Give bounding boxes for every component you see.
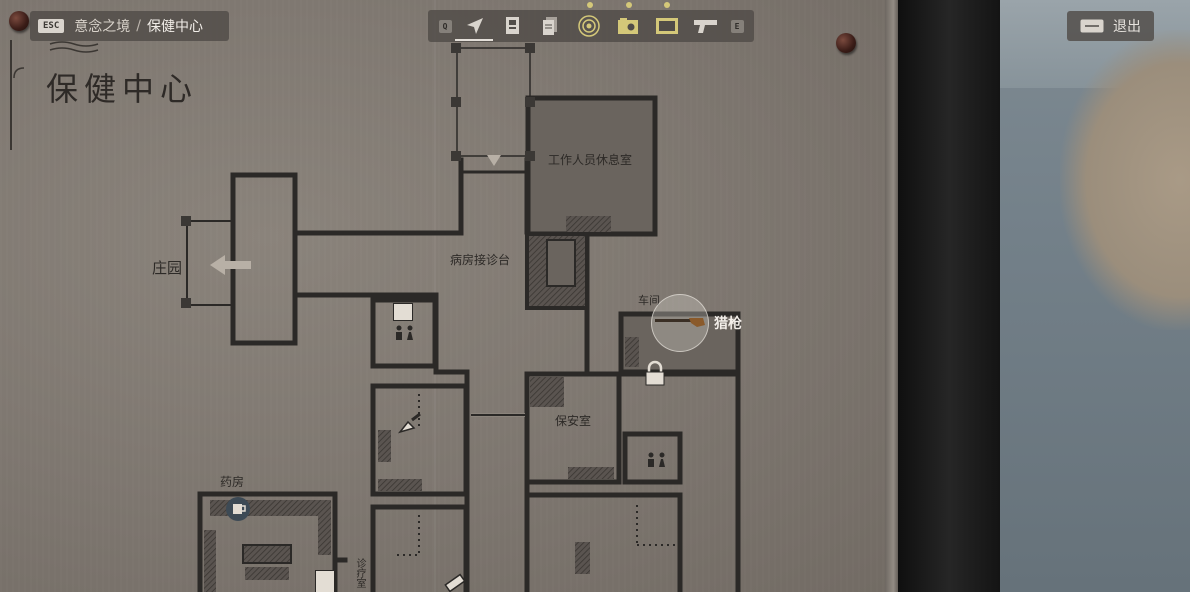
decorative-waves <box>49 41 99 53</box>
photo-icon <box>618 18 638 34</box>
photo-stain <box>1060 30 1190 330</box>
esc-key[interactable]: ESC <box>38 19 65 33</box>
map-paper: 保健中心 <box>0 0 890 592</box>
trowel-icon <box>397 412 421 434</box>
restroom-icon <box>396 325 413 340</box>
notification-dot <box>587 2 593 8</box>
background-photo <box>1000 0 1190 592</box>
room-label-security: 保安室 <box>555 414 592 428</box>
margin-line <box>10 40 12 150</box>
shotgun-icon <box>655 318 705 327</box>
exit-button[interactable]: 退出 <box>1067 11 1154 41</box>
cabinet-icon <box>315 570 335 592</box>
lock-icon <box>645 360 665 386</box>
room-label-ward-reception: 病房接诊台 <box>450 253 511 267</box>
shotgun-marker[interactable] <box>651 294 709 352</box>
room-label-side-room: 诊疗室 <box>354 558 365 588</box>
active-tab-underline <box>455 39 493 41</box>
sink-icon <box>393 303 413 321</box>
room-label-staff-lounge: 工作人员休息室 <box>548 153 633 167</box>
breadcrumb-parent[interactable]: 意念之境 <box>74 19 131 35</box>
page-title: 保健中心 <box>46 70 199 108</box>
tab-photos[interactable] <box>613 10 643 42</box>
floor-plan <box>181 43 741 592</box>
gun-icon <box>694 20 717 33</box>
pushpin <box>836 33 856 53</box>
tab-tapes[interactable] <box>652 10 682 42</box>
tab-documents[interactable] <box>535 10 565 42</box>
eye-icon <box>578 15 600 37</box>
room-label-pharmacy: 药房 <box>220 475 245 489</box>
notification-dot <box>626 2 632 8</box>
breadcrumb-current: 保健中心 <box>146 19 203 35</box>
documents-icon <box>543 17 557 35</box>
exit-key-icon <box>1080 19 1104 33</box>
restroom-icon <box>648 452 665 467</box>
room-label-workshop: 车间 <box>638 294 660 307</box>
pushpin <box>9 11 29 31</box>
tab-toolbar: Q E <box>428 10 754 42</box>
prev-tab-key[interactable]: Q <box>430 10 460 42</box>
tab-psyche[interactable] <box>574 10 604 42</box>
tab-notes[interactable] <box>498 10 528 42</box>
room-label-manor[interactable]: 庄园 <box>152 259 183 277</box>
exit-label: 退出 <box>1113 19 1141 35</box>
navigate-icon <box>467 18 483 34</box>
breadcrumb: ESC 意念之境 / 保健中心 <box>30 11 229 41</box>
note-icon <box>506 17 519 34</box>
tab-weapons[interactable] <box>691 10 721 42</box>
tape-icon <box>656 18 678 34</box>
key-q: Q <box>438 19 452 33</box>
tab-map[interactable] <box>460 10 490 42</box>
paper-edge <box>885 0 899 592</box>
margin-hook <box>13 67 25 79</box>
next-tab-key[interactable]: E <box>722 10 752 42</box>
key-e: E <box>730 19 744 33</box>
breadcrumb-separator: / <box>136 18 141 34</box>
background-strip <box>898 0 1000 592</box>
wrench-icon <box>444 573 466 592</box>
notification-dot <box>664 2 670 8</box>
mug-icon <box>226 497 250 521</box>
item-label-shotgun: 猎枪 <box>714 316 742 332</box>
